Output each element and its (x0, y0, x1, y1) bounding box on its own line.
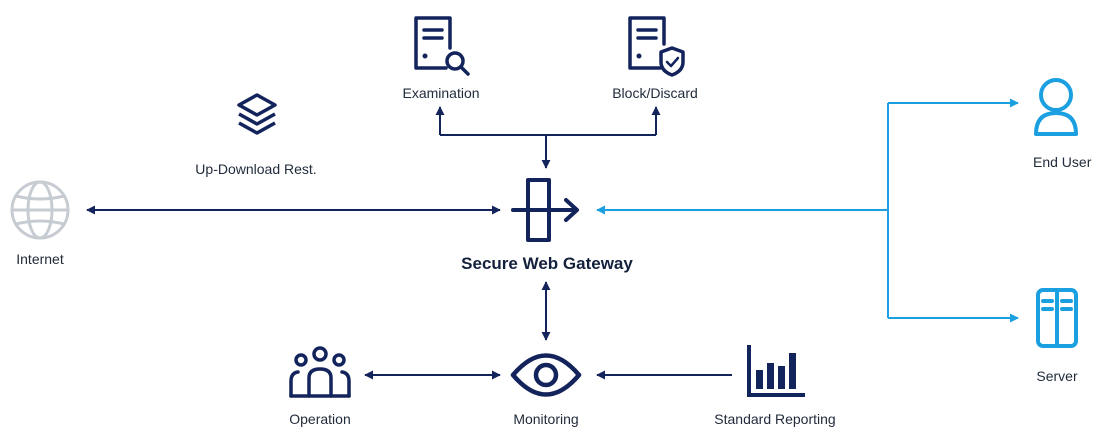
gateway-arrow-icon (511, 178, 579, 242)
gateway-title: Secure Web Gateway (461, 254, 633, 273)
team-icon (289, 346, 351, 398)
block-discard-label: Block/Discard (612, 85, 698, 101)
operation-label: Operation (289, 411, 351, 427)
examination-label: Examination (402, 85, 480, 101)
standard-reporting-label: Standard Reporting (714, 411, 836, 427)
document-shield-icon (628, 16, 685, 77)
server-icon (1036, 288, 1078, 348)
server-label: Server (1036, 368, 1078, 384)
bar-chart-icon (747, 345, 805, 397)
user-icon (1034, 78, 1078, 136)
end-user-label: End User (1033, 154, 1092, 170)
eye-icon (510, 353, 582, 397)
monitoring-label: Monitoring (513, 411, 579, 427)
connectors (86, 98, 1019, 380)
document-magnifier-icon (414, 16, 470, 76)
internet-label: Internet (16, 251, 64, 267)
up-download-label: Up-Download Rest. (195, 161, 317, 177)
stacked-layers-icon (237, 93, 277, 135)
globe-icon (10, 180, 70, 240)
